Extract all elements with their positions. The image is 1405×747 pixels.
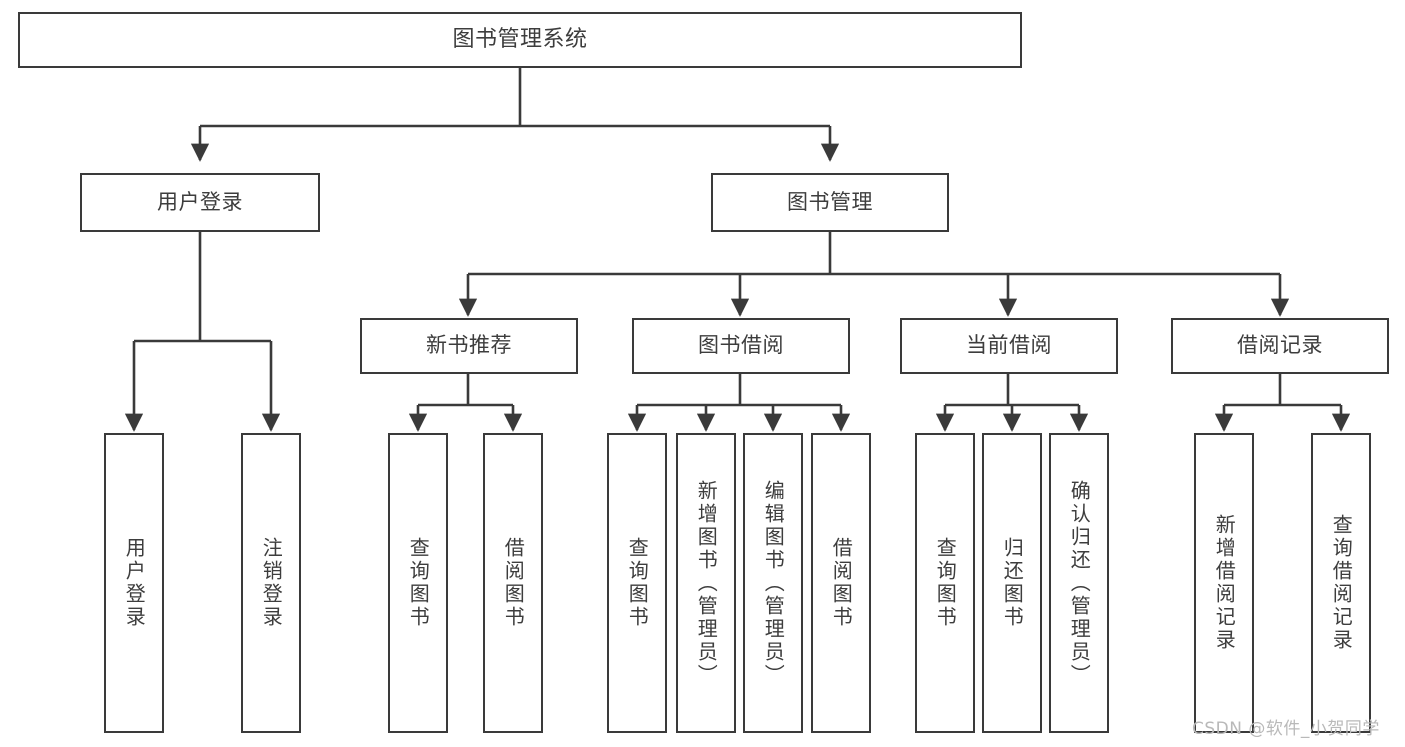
node-label: 借阅图书 — [829, 537, 854, 629]
node-book-borrow[interactable]: 图书借阅 — [632, 318, 850, 374]
leaf-borrow-book[interactable]: 借阅图书 — [811, 433, 871, 733]
leaf-query-book-recommend[interactable]: 查询图书 — [388, 433, 448, 733]
node-label: 借阅记录 — [1237, 333, 1323, 358]
leaf-confirm-return-admin[interactable]: 确认归还（管理员） — [1049, 433, 1109, 733]
leaf-edit-book-admin[interactable]: 编辑图书（管理员） — [743, 433, 803, 733]
leaf-query-book-borrow[interactable]: 查询图书 — [607, 433, 667, 733]
node-label: 查询图书 — [933, 537, 958, 629]
node-label: 图书管理 — [787, 189, 873, 214]
leaf-logout[interactable]: 注销登录 — [241, 433, 301, 733]
leaf-borrow-book-recommend[interactable]: 借阅图书 — [483, 433, 543, 733]
leaf-user-login[interactable]: 用户登录 — [104, 433, 164, 733]
node-label: 注销登录 — [259, 537, 284, 629]
node-user-login[interactable]: 用户登录 — [80, 173, 320, 232]
leaf-add-book-admin[interactable]: 新增图书（管理员） — [676, 433, 736, 733]
node-label: 查询图书 — [406, 537, 431, 629]
node-label: 查询图书 — [625, 537, 650, 629]
node-book-management[interactable]: 图书管理 — [711, 173, 949, 232]
node-label: 图书借阅 — [698, 333, 784, 358]
node-label: 用户登录 — [122, 537, 147, 629]
node-borrow-record[interactable]: 借阅记录 — [1171, 318, 1389, 374]
node-new-book-recommend[interactable]: 新书推荐 — [360, 318, 578, 374]
node-label: 新书推荐 — [426, 333, 512, 358]
leaf-query-borrow-record[interactable]: 查询借阅记录 — [1311, 433, 1371, 733]
node-current-borrow[interactable]: 当前借阅 — [900, 318, 1118, 374]
node-label: 编辑图书（管理员） — [761, 479, 786, 687]
node-label: 用户登录 — [157, 189, 243, 214]
node-label: 确认归还（管理员） — [1067, 479, 1092, 687]
node-label: 图书管理系统 — [452, 26, 588, 52]
node-label: 归还图书 — [1000, 537, 1025, 629]
leaf-query-book-current[interactable]: 查询图书 — [915, 433, 975, 733]
node-label: 当前借阅 — [966, 333, 1052, 358]
leaf-add-borrow-record[interactable]: 新增借阅记录 — [1194, 433, 1254, 733]
node-label: 查询借阅记录 — [1329, 514, 1354, 652]
node-root-system[interactable]: 图书管理系统 — [18, 12, 1022, 68]
leaf-return-book[interactable]: 归还图书 — [982, 433, 1042, 733]
node-label: 借阅图书 — [501, 537, 526, 629]
node-label: 新增图书（管理员） — [694, 479, 719, 687]
node-label: 新增借阅记录 — [1212, 514, 1237, 652]
